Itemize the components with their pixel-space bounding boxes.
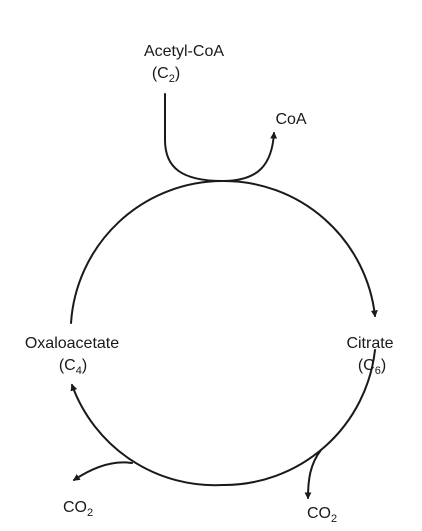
coa-release-arrow [222, 131, 278, 182]
cycle-arc-bottom-right [222, 349, 376, 487]
cycle-arc-bottom-left [70, 383, 224, 487]
coa-label: CoA [275, 111, 306, 128]
oxaloacetate-label: Oxaloacetate [25, 335, 119, 352]
co2-release-arrow-left [72, 461, 133, 481]
co2-label-right: CO2 [307, 505, 337, 525]
citrate-carbon-label: (C6) [358, 357, 386, 377]
co2-label-left: CO2 [63, 499, 93, 519]
cycle-arc-top-right [222, 179, 378, 318]
acetyl-coa-carbon-label: (C2) [152, 65, 180, 85]
cycle-arc-top-left [70, 179, 224, 324]
acetyl-coa-entry-arrow [164, 93, 224, 182]
co2-release-arrow-right [304, 449, 322, 500]
acetyl-coa-label: Acetyl-CoA [144, 43, 224, 60]
oxaloacetate-carbon-label: (C4) [59, 357, 87, 377]
citrate-label: Citrate [346, 335, 393, 352]
